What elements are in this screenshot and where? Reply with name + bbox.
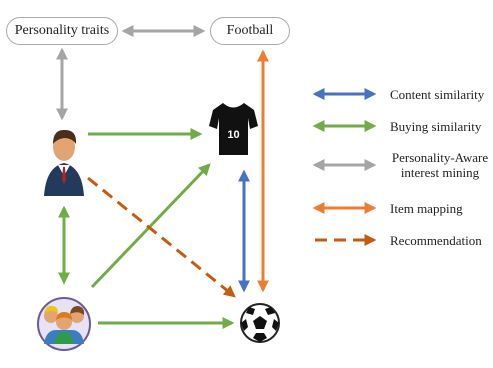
- group-icon: [37, 297, 91, 351]
- edge-user-ball-recommendation: [87, 176, 236, 298]
- football-label: Football: [226, 23, 274, 38]
- user-icon: [44, 129, 84, 196]
- soccer-ball-icon: [240, 303, 280, 343]
- edge-group-jersey: [90, 163, 211, 289]
- legend-label-personality-aware: Personality-Aware interest mining: [391, 150, 489, 180]
- legend-label-content-similarity: Content similarity: [390, 87, 485, 102]
- legend-label-recommendation: Recommendation: [390, 233, 482, 248]
- personality-traits-label: Personality traits: [14, 23, 110, 38]
- jersey-number: 10: [227, 129, 239, 141]
- jersey-icon: 10: [209, 103, 258, 155]
- personality-traits-node: Personality traits: [6, 17, 118, 45]
- legend-label-buying-similarity: Buying similarity: [390, 119, 482, 134]
- football-node: Football: [210, 17, 290, 45]
- legend-label-item-mapping: Item mapping: [390, 201, 463, 216]
